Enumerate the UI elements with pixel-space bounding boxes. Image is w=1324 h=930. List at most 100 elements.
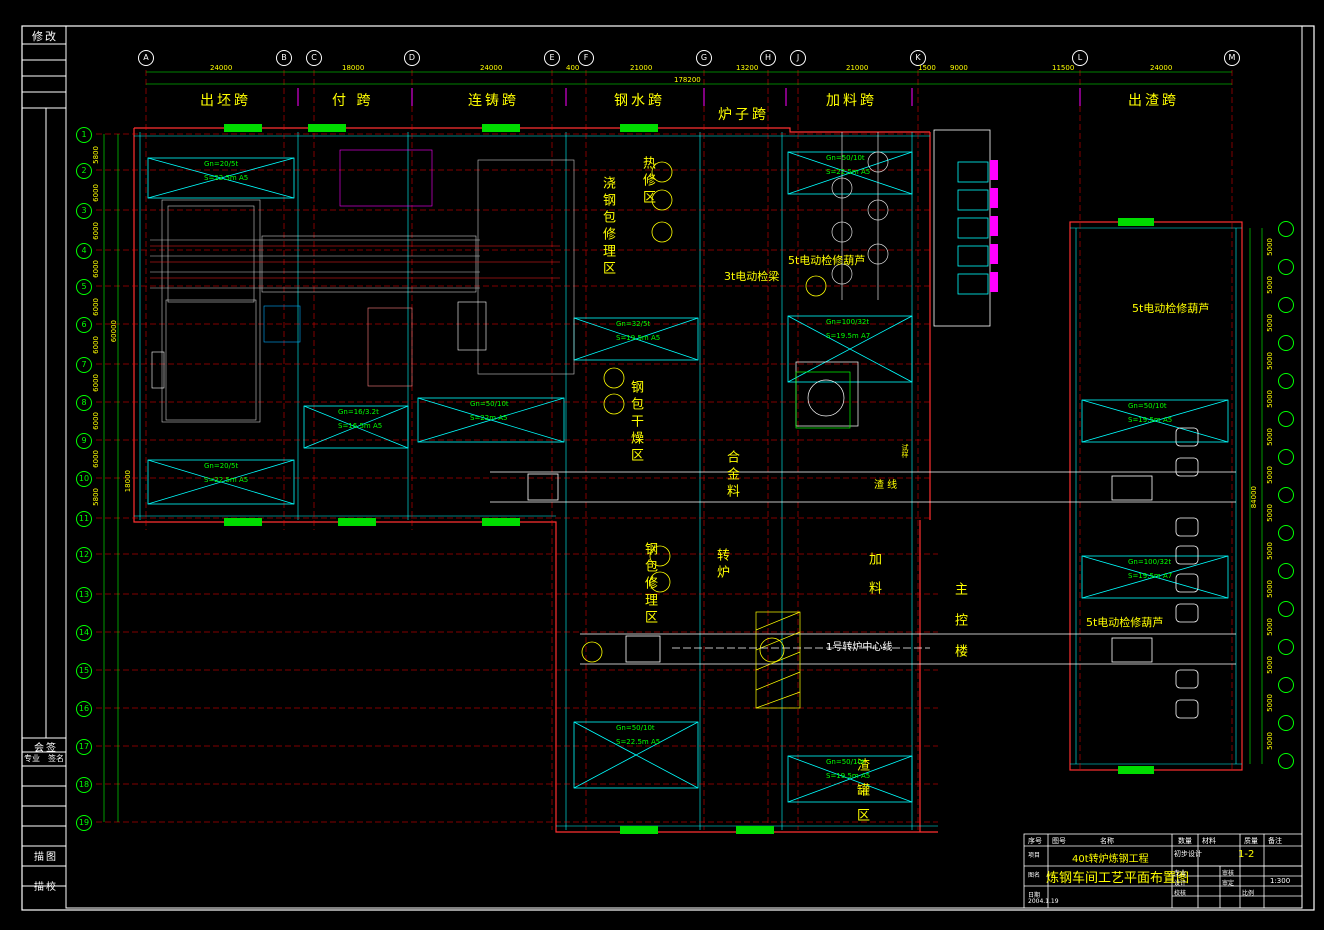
crane-span: S=19.5m A7 (1128, 572, 1173, 580)
top-dimension (146, 71, 1232, 85)
left-dimension (103, 134, 119, 822)
row-bubble-3: 3 (76, 203, 92, 219)
row-bubble-12: 12 (76, 547, 92, 563)
crane-zones (147, 151, 1229, 803)
right-row-bubble (1278, 487, 1294, 503)
hoist-5t-c: 5t电动检修葫芦 (1086, 616, 1164, 629)
left-row-dimension: 6000 (92, 412, 100, 430)
row-bubble-7: 7 (76, 357, 92, 373)
slag-rail (490, 471, 1236, 665)
tb-label: 日期 (1028, 892, 1041, 899)
row-bubble-15: 15 (76, 663, 92, 679)
tb-label: 审核 (1222, 870, 1235, 877)
row-bubble-16: 16 (76, 701, 92, 717)
tb-header-cell: 备注 (1268, 837, 1282, 845)
countersign-head-1: 专业 (24, 754, 40, 763)
right-row-bubble (1278, 221, 1294, 237)
row-bubble-14: 14 (76, 625, 92, 641)
crane-span: S=22.5m A5 (204, 174, 249, 182)
left-row-dimension: 5800 (92, 146, 100, 164)
crane-span: S=22.5m A5 (204, 476, 249, 484)
area-converter: 转炉 (714, 548, 729, 582)
row-bubble-19: 19 (76, 815, 92, 831)
column-dimension: 13200 (736, 64, 759, 72)
area-main-control: 主控楼 (952, 582, 967, 675)
column-dimension: 18000 (342, 64, 365, 72)
column-bubble-F: F (578, 50, 594, 66)
area-add-material: 加料 (866, 552, 881, 610)
right-row-dimension: 5000 (1266, 542, 1274, 560)
inner-frame (65, 25, 1303, 909)
column-grid (134, 132, 1242, 830)
right-row-bubble (1278, 259, 1294, 275)
right-total: 84000 (1250, 486, 1258, 509)
column-bubble-G: G (696, 50, 712, 66)
right-row-dimension: 5000 (1266, 656, 1274, 674)
tb-label: 图名 (1028, 872, 1041, 879)
area-hot-repair: 热修区 (640, 156, 655, 207)
column-dimension: 21000 (630, 64, 653, 72)
crane-span: S=19.5m A7 (826, 332, 871, 340)
feeder-equipment (795, 132, 889, 427)
tb-header-cell: 图号 (1052, 837, 1066, 845)
right-row-bubble (1278, 449, 1294, 465)
right-row-dimension: 5000 (1266, 238, 1274, 256)
hoist-5t-b: 5t电动检修葫芦 (1132, 302, 1210, 315)
bay-name-6: 加料跨 (826, 93, 877, 109)
column-bubble-E: E (544, 50, 560, 66)
area-ladle-repair2: 钢包修理区 (642, 542, 657, 627)
caster-rails (150, 245, 560, 279)
right-row-dimension: 5000 (1266, 390, 1274, 408)
tb-project: 40t转炉炼钢工程 (1072, 854, 1149, 865)
right-row-bubble (1278, 373, 1294, 389)
column-bubble-H: H (760, 50, 776, 66)
right-row-dimension: 5000 (1266, 314, 1274, 332)
column-dimension: 9000 (950, 64, 968, 72)
right-row-dimension: 5000 (1266, 428, 1274, 446)
bay-name-4: 钢水跨 (614, 93, 665, 109)
tb-label: 设计 (1174, 880, 1187, 887)
tb-sheet-no: 1-2 (1238, 849, 1255, 860)
axis-lines (96, 70, 1233, 830)
crane-span: S=22.5m A5 (826, 168, 871, 176)
bay-name-1: 出坯跨 (200, 93, 251, 109)
slag-line-label: 渣 线 (874, 480, 898, 491)
crane-span: S=22.5m A5 (616, 738, 661, 746)
left-total-2: 18000 (124, 470, 132, 493)
tb-header-cell: 名称 (1100, 837, 1114, 845)
row-bubble-10: 10 (76, 471, 92, 487)
row-bubble-11: 11 (76, 511, 92, 527)
bay-dividers (297, 88, 1081, 106)
left-row-dimension: 5800 (92, 488, 100, 506)
row-bubble-2: 2 (76, 163, 92, 179)
right-row-bubble (1278, 601, 1294, 617)
converter (672, 371, 930, 709)
right-row-bubble (1278, 753, 1294, 769)
area-sample: 试样 (901, 444, 909, 458)
right-row-dimension: 5000 (1266, 732, 1274, 750)
tb-label: 专业 (1174, 870, 1187, 877)
tb-label: 审定 (1222, 880, 1235, 887)
column-bubble-C: C (306, 50, 322, 66)
tb-label: 比例 (1242, 890, 1255, 897)
row-bubble-5: 5 (76, 279, 92, 295)
hoist-5t-a: 5t电动检修葫芦 (788, 254, 866, 267)
right-row-dimension: 5000 (1266, 504, 1274, 522)
tb-scale: 1:300 (1270, 877, 1291, 885)
countersign-label: 会签 (34, 743, 58, 754)
row-bubble-13: 13 (76, 587, 92, 603)
right-row-bubble (1278, 335, 1294, 351)
row-bubble-6: 6 (76, 317, 92, 333)
left-row-dimension: 6000 (92, 222, 100, 240)
column-dimension: 11500 (1052, 64, 1075, 72)
right-row-bubble (1278, 563, 1294, 579)
crane-spec: Gn=100/32t (826, 318, 870, 326)
total-dimension: 178200 (674, 76, 701, 84)
right-row-bubble (1278, 411, 1294, 427)
right-row-dimension: 5000 (1266, 694, 1274, 712)
crane-span: S=19.5m A5 (616, 334, 661, 342)
bay-name-3: 连铸跨 (468, 93, 519, 109)
right-row-dimension: 5000 (1266, 276, 1274, 294)
left-row-dimension: 6000 (92, 374, 100, 392)
